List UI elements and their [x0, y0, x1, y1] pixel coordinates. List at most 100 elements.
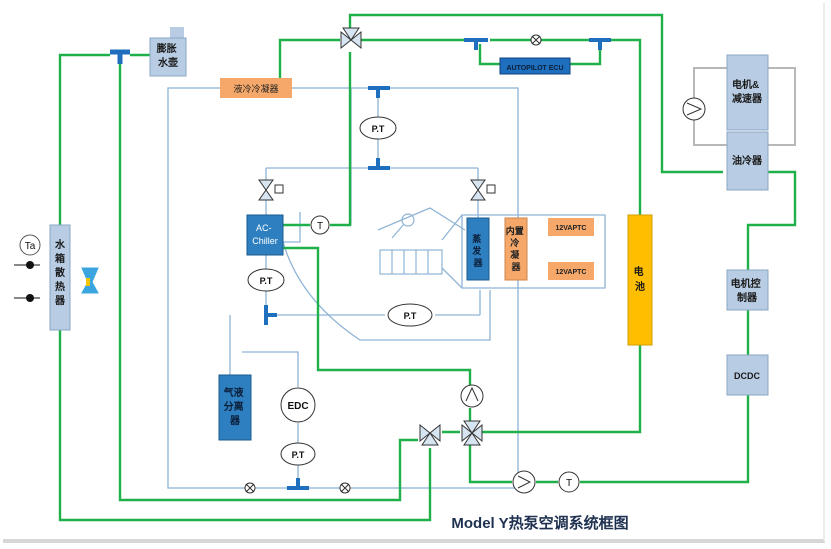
pt-label: P.T: [260, 276, 273, 286]
t-sensor: T: [558, 471, 580, 493]
edc-label: EDC: [287, 401, 308, 412]
fan-icon: [81, 267, 99, 294]
liquid-condenser-box: [220, 78, 292, 98]
ptc-box: [548, 262, 594, 280]
coolant-line: [118, 62, 418, 502]
hvac-box: [461, 214, 606, 289]
autopilot-ecu[interactable]: AUTOPILOT ECU: [499, 57, 571, 75]
t-sensor: T: [310, 215, 330, 235]
coolant-line: [278, 38, 340, 88]
evaporator-label: 蒸 发 器: [471, 233, 484, 268]
coolant-line: [348, 13, 723, 174]
coolant-line: [283, 52, 352, 227]
inner-condenser-label: 内置 冷 凝 器: [506, 225, 527, 272]
pt-sensor: P.T: [280, 442, 316, 466]
motor-controller[interactable]: 电机控 制器: [726, 269, 769, 311]
dcdc[interactable]: DCDC: [726, 354, 769, 396]
motor-box: [726, 54, 769, 131]
evaporator-box: [466, 217, 490, 281]
separator-box: [218, 374, 252, 441]
coolant-line: [283, 246, 472, 385]
radiator-label: 水箱散热器: [54, 238, 66, 307]
oil-cooler-box: [726, 131, 769, 191]
pt-label: P.T: [372, 124, 385, 134]
dcdc-box: [726, 354, 769, 396]
edc-circle: [280, 387, 316, 423]
gas-liquid-separator[interactable]: 气液 分离 器: [218, 374, 252, 441]
pt-sensor: P.T: [387, 303, 433, 327]
ac-chiller[interactable]: AC- Chiller: [246, 214, 284, 256]
pump-icon: [682, 97, 706, 121]
pump-icon: [512, 470, 536, 494]
pt-sensor: P.T: [247, 268, 285, 292]
battery-box: [627, 214, 653, 346]
ptc-label: 12VAPTC: [556, 269, 587, 276]
pt-sensor: P.T: [359, 116, 397, 140]
ptc-box: [548, 218, 594, 236]
motor-reducer-label: 电机& 减速器: [732, 78, 763, 105]
ptc-heater-bottom[interactable]: 12VAPTC: [548, 262, 594, 280]
liquid-condenser[interactable]: 液冷冷凝器: [220, 78, 292, 98]
three-way-valve-icon: [419, 423, 441, 446]
coolant-line: [58, 330, 432, 522]
ta-sensor: Ta: [14, 234, 41, 302]
tee-connector-icon: [589, 38, 611, 50]
three-way-valve-icon: [461, 420, 483, 446]
expansion-valve-icon: [470, 179, 496, 201]
t-label: T: [317, 221, 323, 232]
dcdc-label: DCDC: [734, 371, 760, 381]
separator-label: 气液 分离 器: [223, 386, 247, 427]
expansion-valve-icon: [258, 179, 284, 201]
refrigerant-line: [229, 315, 299, 387]
coolant-line: [58, 53, 110, 225]
chiller-box: [246, 214, 284, 256]
edc-compressor[interactable]: EDC: [280, 387, 316, 423]
t-label: T: [566, 478, 572, 489]
inner-condenser[interactable]: 内置 冷 凝 器: [504, 217, 528, 281]
oil-cooler-label: 油冷器: [732, 154, 763, 167]
oil-cooler[interactable]: 油冷器: [726, 131, 769, 191]
coolant-line: [360, 38, 642, 215]
expansion-tank-label: 膨胀 水壶: [157, 42, 180, 69]
controller-box: [726, 269, 769, 311]
ecu-label: AUTOPILOT ECU: [506, 65, 563, 72]
blower-fan-icon: [379, 213, 443, 275]
ta-dot: [26, 261, 34, 269]
ac-chiller-label: AC- Chiller: [252, 223, 278, 246]
ta-circle: [19, 234, 41, 256]
radiator[interactable]: 水箱散热器: [49, 224, 71, 331]
tee-connector-icon: [110, 49, 130, 64]
inner-condenser-box: [504, 217, 528, 281]
tee-connector-icon: [264, 305, 277, 325]
refrigerant-line: [265, 88, 479, 225]
motor-reducer[interactable]: 电机& 减速器: [726, 54, 769, 131]
ptc-heater-top[interactable]: 12VAPTC: [548, 218, 594, 236]
diagram-title: Model Y热泵空调系统框图: [451, 514, 628, 532]
hvac-housing-line: [377, 207, 466, 231]
battery[interactable]: 电 池: [627, 214, 653, 346]
solenoid-valve-icon: [339, 482, 351, 494]
coolant-lines: [58, 13, 797, 522]
motor-controller-label: 电机控 制器: [731, 277, 764, 304]
battery-label: 电 池: [634, 265, 647, 293]
tee-connector-icon: [464, 38, 488, 50]
pt-label: P.T: [292, 450, 305, 460]
coolant-line: [480, 345, 642, 434]
pt-label: P.T: [404, 311, 417, 321]
hvac-box-line: [441, 214, 463, 289]
coolant-line: [468, 395, 750, 484]
oil-line: [693, 67, 727, 146]
tee-connector-icon: [287, 478, 309, 490]
ta-dot: [26, 294, 34, 302]
radiator-box: [49, 224, 71, 331]
ptc-label: 12VAPTC: [556, 225, 587, 232]
expansion-tank[interactable]: 膨胀 水壶: [149, 27, 187, 77]
three-way-valve-icon: [340, 27, 362, 50]
tee-connector-icon: [368, 86, 390, 98]
liquid-condenser-label: 液冷冷凝器: [233, 83, 278, 94]
solenoid-valve-icon: [530, 34, 542, 46]
coolant-line: [478, 44, 602, 66]
refrigerant-line: [265, 255, 481, 316]
evaporator[interactable]: 蒸 发 器: [466, 217, 490, 281]
